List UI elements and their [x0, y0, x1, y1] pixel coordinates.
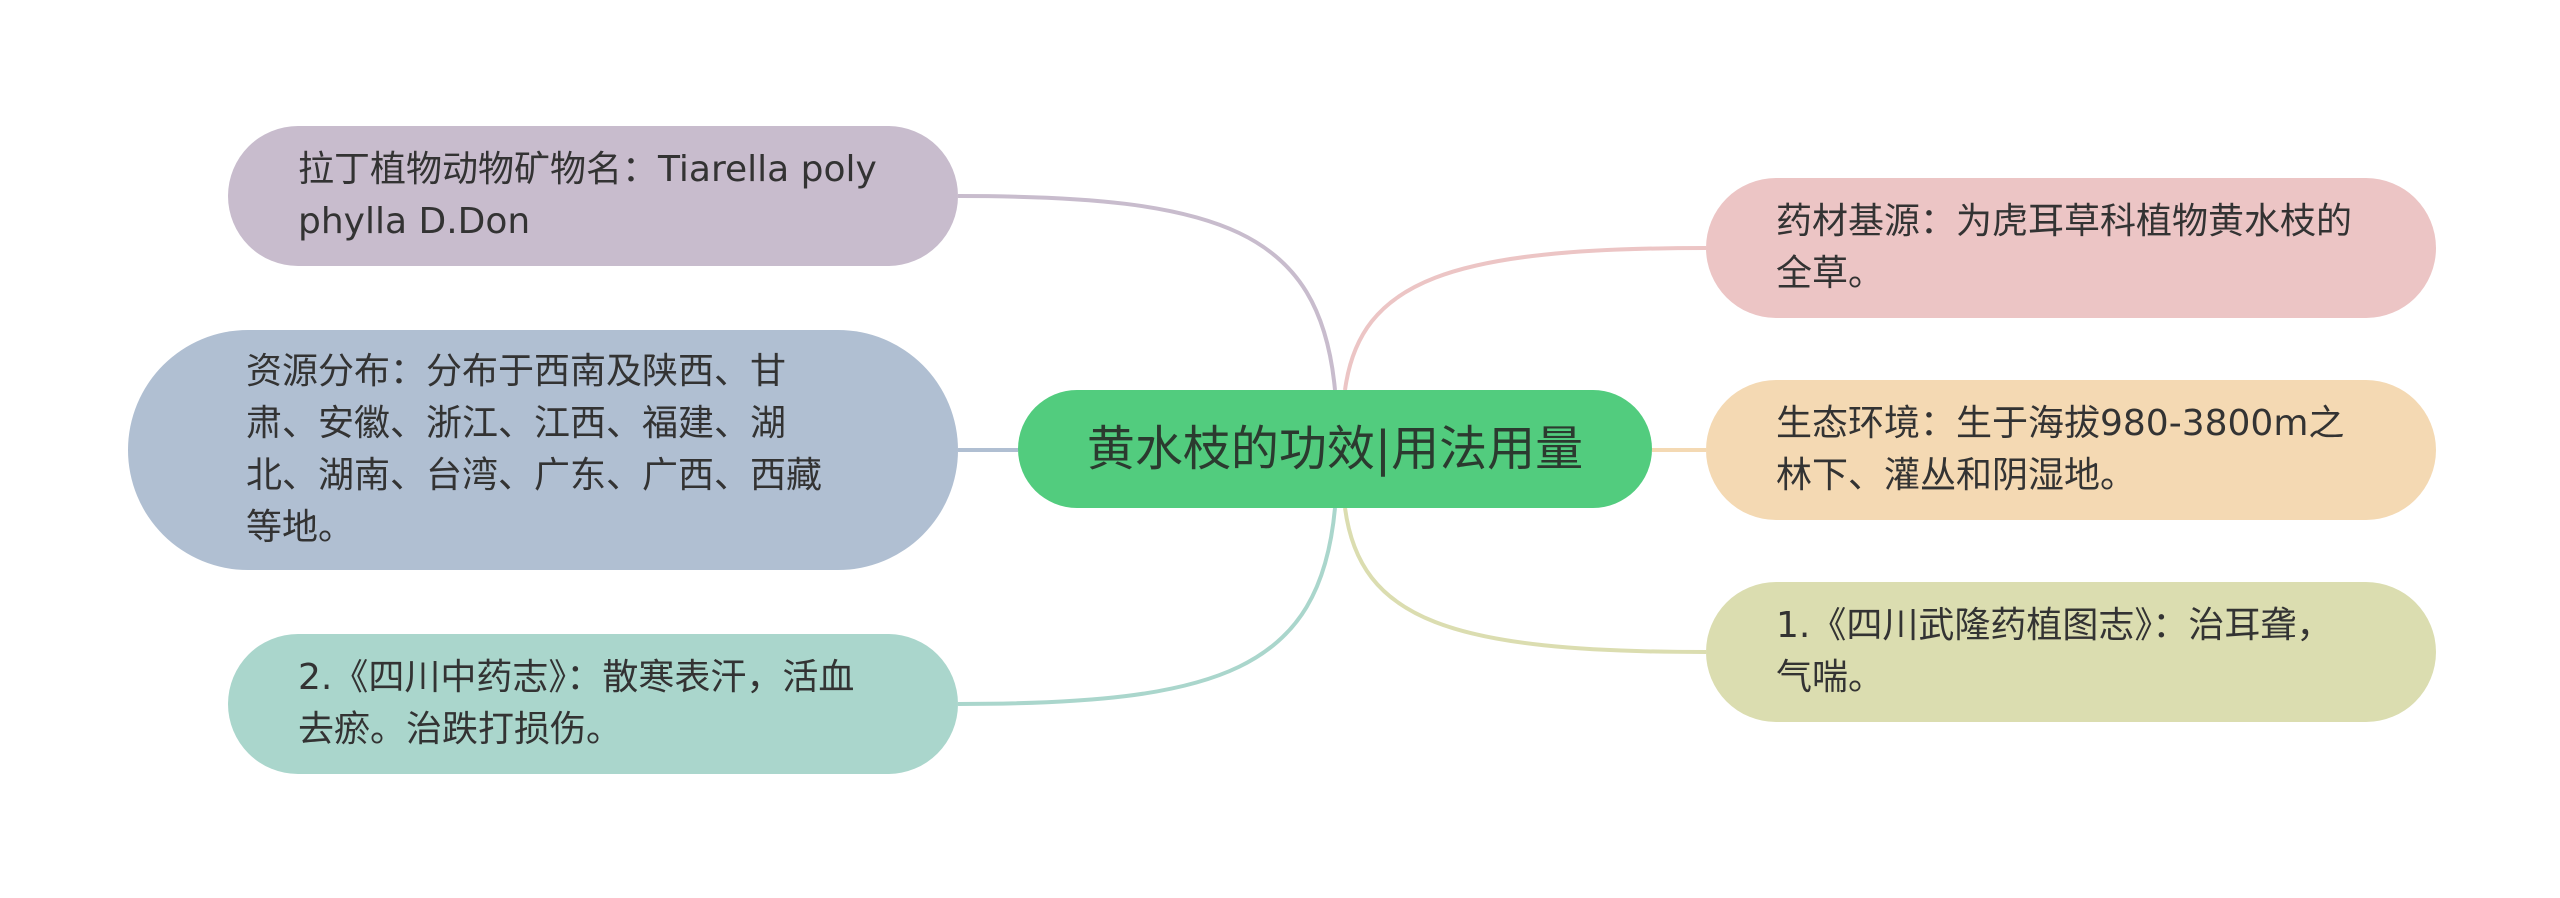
topic-habitat-label: 生态环境：生于海拔980-3800m之林下、灌丛和阴湿地。 — [1776, 403, 2345, 496]
topic-sichuan-materia-medica[interactable]: 2.《四川中药志》：散寒表汗，活血去瘀。治跌打损伤。 — [228, 634, 958, 774]
topic-distribution-label: 资源分布：分布于西南及陕西、甘肃、安徽、浙江、江西、福建、湖北、湖南、台湾、广东… — [246, 351, 823, 548]
connector-source — [1343, 246, 1707, 391]
topic-distribution[interactable]: 资源分布：分布于西南及陕西、甘肃、安徽、浙江、江西、福建、湖北、湖南、台湾、广东… — [128, 330, 958, 570]
root-topic-label: 黄水枝的功效|用法用量 — [1086, 421, 1584, 477]
connector-latin — [957, 194, 1337, 391]
topic-herb-source[interactable]: 药材基源：为虎耳草科植物黄水枝的全草。 — [1706, 178, 2436, 318]
topic-sichuan-materia-medica-label: 2.《四川中药志》：散寒表汗，活血去瘀。治跌打损伤。 — [298, 657, 855, 750]
topic-habitat[interactable]: 生态环境：生于海拔980-3800m之林下、灌丛和阴湿地。 — [1706, 380, 2436, 520]
connector-sichuan1 — [1343, 507, 1707, 654]
topic-latin-name-label: 拉丁植物动物矿物名：Tiarella polyphylla D.Don — [298, 149, 877, 242]
connector-sichuan2 — [957, 507, 1337, 706]
topic-wulong-herbal-label: 1.《四川武隆药植图志》：治耳聋，气喘。 — [1776, 605, 2333, 698]
topic-latin-name[interactable]: 拉丁植物动物矿物名：Tiarella polyphylla D.Don — [228, 126, 958, 266]
topic-wulong-herbal[interactable]: 1.《四川武隆药植图志》：治耳聋，气喘。 — [1706, 582, 2436, 722]
topic-herb-source-label: 药材基源：为虎耳草科植物黄水枝的全草。 — [1776, 201, 2353, 294]
root-topic[interactable]: 黄水枝的功效|用法用量 — [1018, 390, 1652, 508]
